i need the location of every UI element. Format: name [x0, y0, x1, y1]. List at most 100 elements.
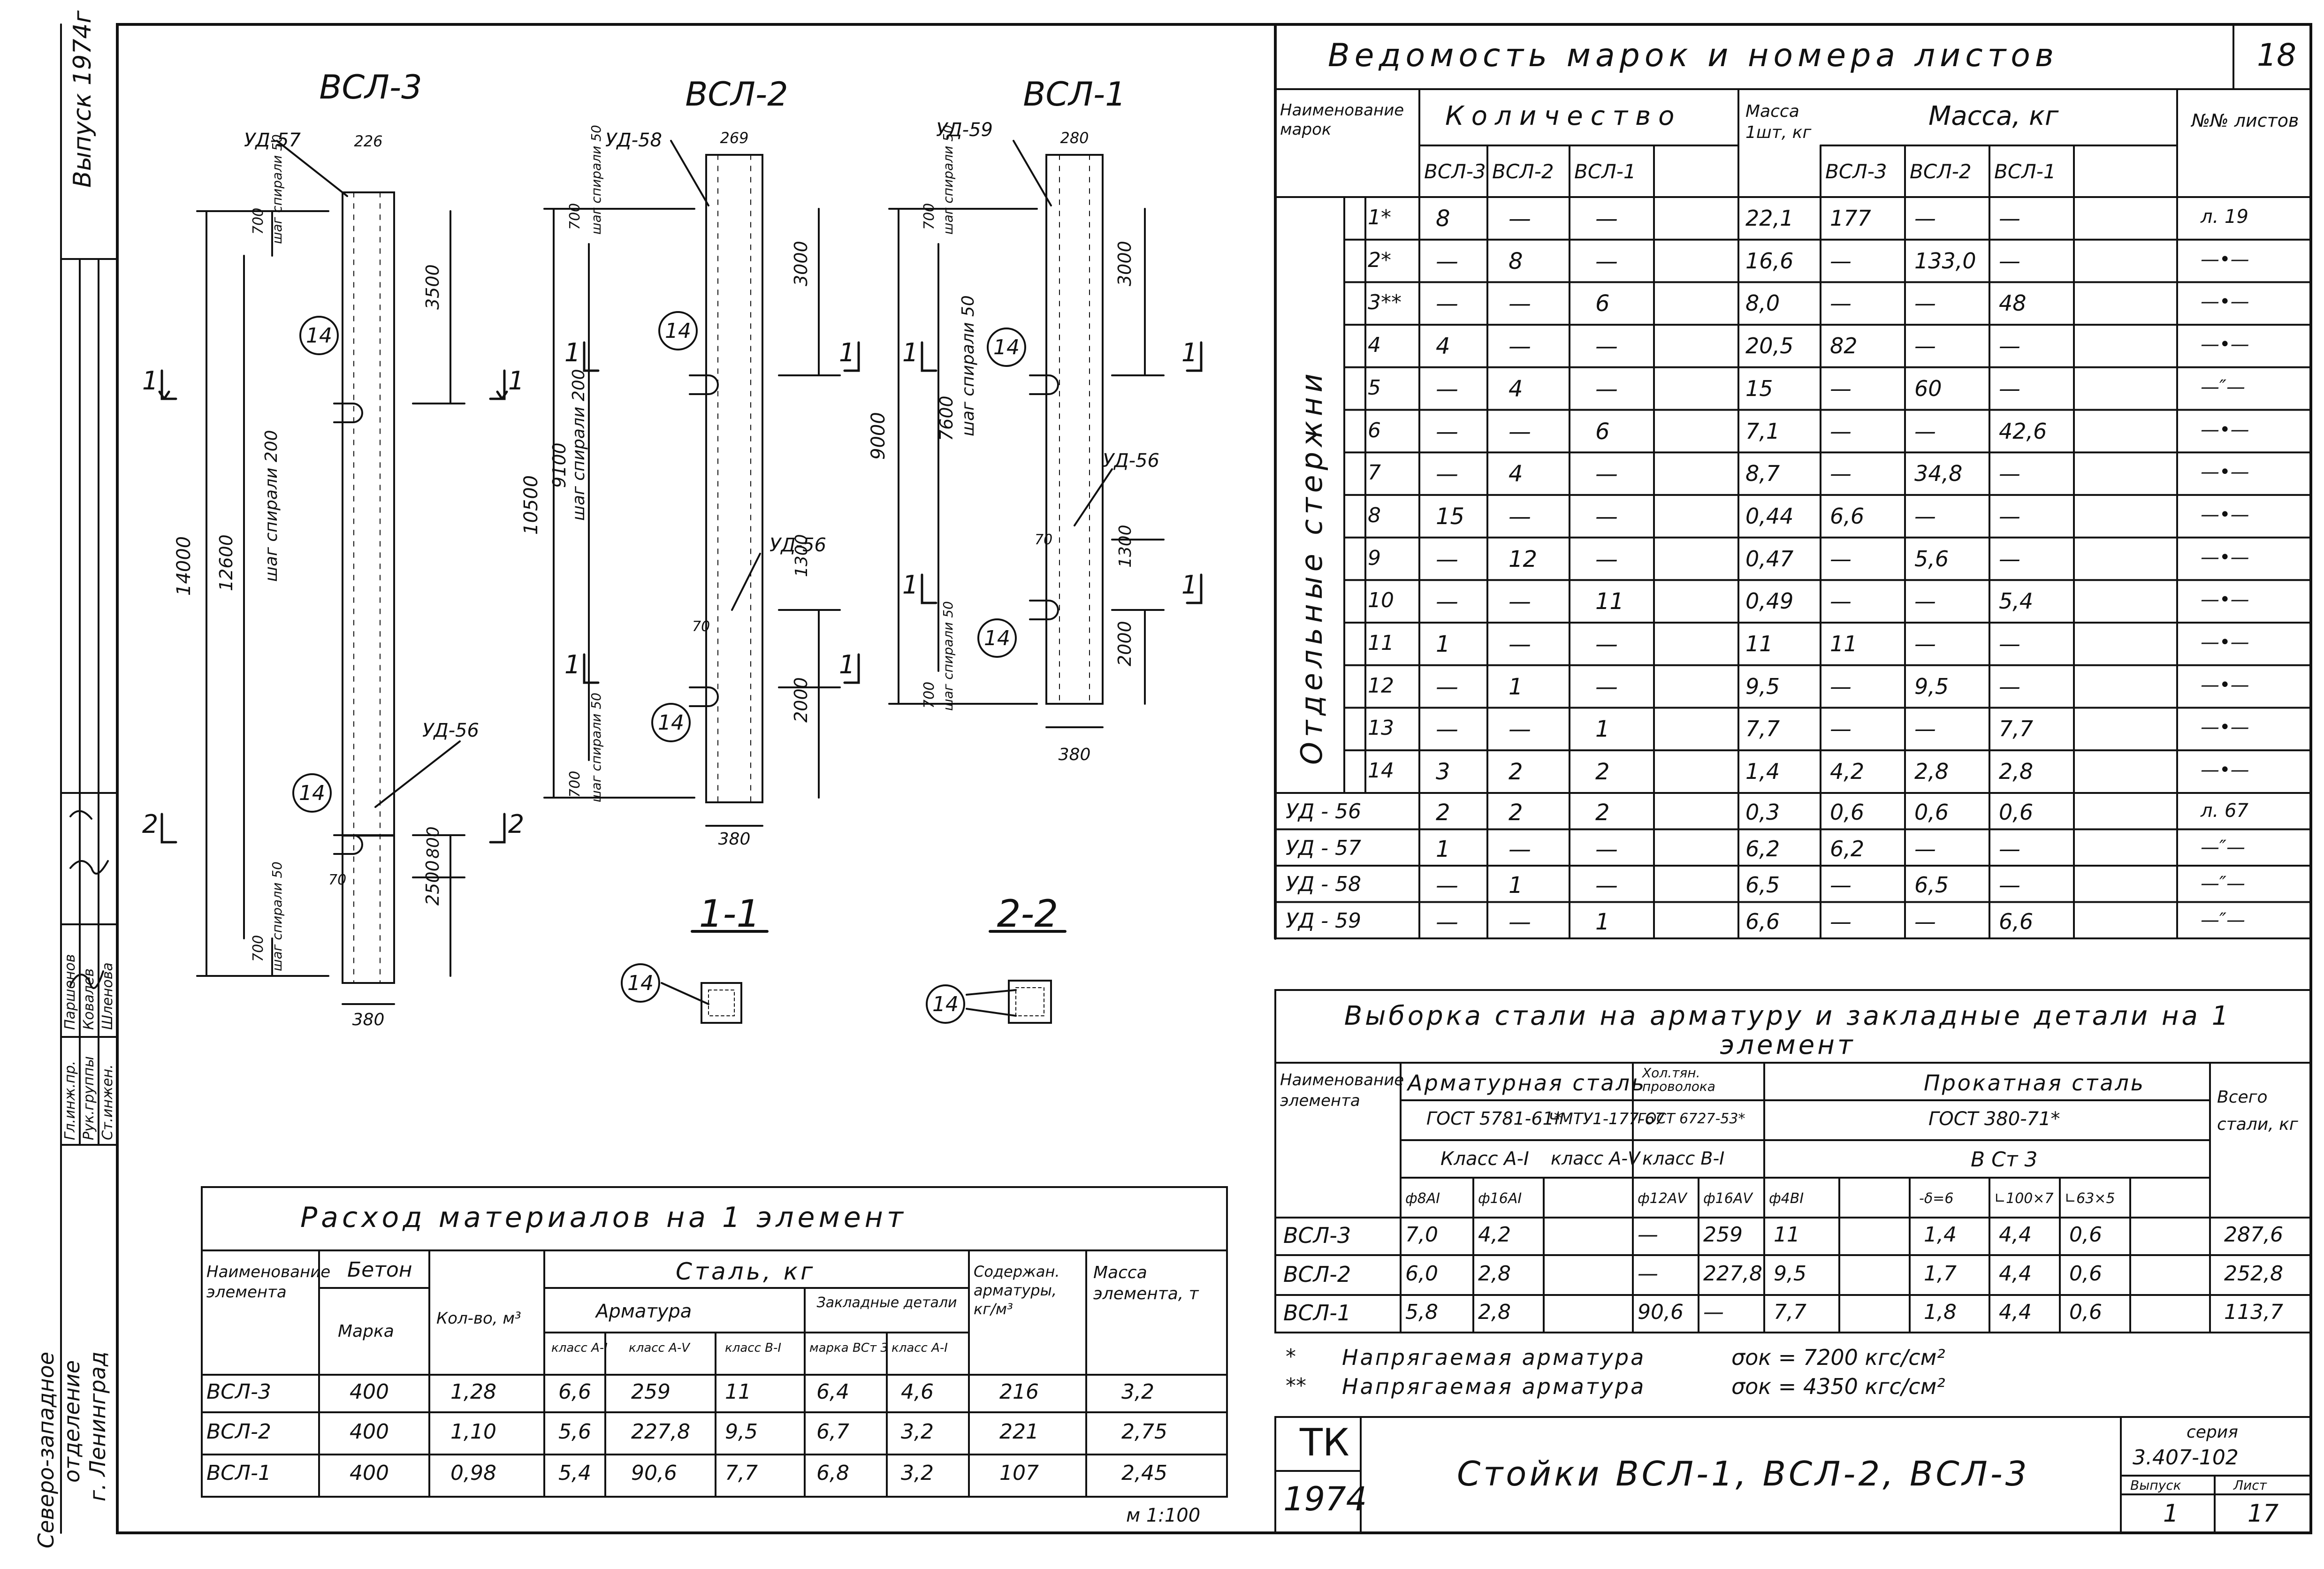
col1-bottom-seg: 700 [250, 935, 267, 962]
mkt-row14-m2: 2,8 [1914, 759, 1949, 784]
mkt-header-name: Наименование марок [1280, 101, 1404, 139]
st-sub-8: -δ=6 [1919, 1190, 1954, 1207]
ud-row2-unit: 6,2 [1745, 836, 1780, 861]
col2-mark: ВСЛ-2 [685, 75, 788, 114]
mkt-row4-q2: — [1509, 333, 1531, 360]
ud-row4-sheet: —″— [2201, 909, 2245, 931]
mkt-row2-m3: — [1999, 248, 2020, 274]
col2-small-dim: 70 [692, 618, 710, 635]
col3-upper-seg: 3000 [1114, 241, 1135, 286]
st-row3-c4: 90,6 [1638, 1300, 1684, 1324]
st-sub-6: ф4ВI [1769, 1190, 1804, 1207]
mkt-row11-m2: — [1914, 631, 1936, 656]
marks-table-grid [1274, 23, 2312, 939]
mt-cell-r3-c8: 3,2 [901, 1461, 934, 1485]
note2-text: Напрягаемая арматура [1342, 1374, 1646, 1399]
mt-cell-r2-c7: 6,7 [816, 1420, 849, 1444]
mkt-row2-name: 2* [1368, 248, 1391, 272]
stamp-role-1: Гл.инж.пр. [62, 1060, 78, 1140]
mkt-row7-q3: — [1595, 461, 1618, 487]
section-mark-10: 1 [1181, 338, 1197, 367]
mt-cell-r2-c4: 5,6 [558, 1420, 591, 1444]
mt-cell-r3-c7: 6,8 [816, 1461, 849, 1485]
st-class-2: класс А-V [1551, 1148, 1640, 1169]
ud-row4-m2: — [1914, 908, 1936, 934]
st-gost-3: ГОСТ 6727-53* [1638, 1111, 1745, 1127]
mkt-row3-m1: — [1830, 290, 1852, 316]
mkt-row3-m2: — [1914, 290, 1936, 316]
mkt-row10-unit: 0,49 [1745, 588, 1794, 614]
mkt-row8-q1: 15 [1436, 503, 1465, 530]
st-header-total: Всего стали, кг [2217, 1088, 2298, 1134]
mkt-row4-name: 4 [1368, 333, 1381, 358]
mkt-row10-m2: — [1914, 588, 1936, 614]
col2-upper-seg: 3000 [791, 241, 811, 286]
col2-top-seg: 700 [567, 203, 583, 230]
ud-row3-q2: 1 [1509, 872, 1523, 899]
mkt-row14-unit: 1,4 [1745, 759, 1780, 784]
mt-header-mass: Масса элемента, т [1093, 1263, 1199, 1303]
bubble-label-8: 14 [932, 992, 959, 1016]
mkt-mcol-3: ВСЛ-1 [1994, 160, 2056, 183]
col1-top-pitch: шаг спирали 50 [269, 134, 285, 244]
mkt-row3-m3: 48 [1999, 290, 2027, 316]
st-sub-1: ф8АI [1405, 1190, 1440, 1207]
st-row1-c6: 11 [1774, 1223, 1800, 1247]
mkt-row4-unit: 20,5 [1745, 333, 1794, 359]
col2-bottom-seg: 700 [567, 771, 583, 798]
section-mark-6: 1 [839, 338, 855, 367]
mkt-row2-q1: — [1436, 248, 1458, 274]
ud-row3-sheet: —″— [2201, 873, 2245, 894]
col3-top-pitch: шаг спирали 50 [940, 125, 956, 235]
col1-mark: ВСЛ-3 [319, 68, 422, 107]
st-class-3: класс В-I [1642, 1148, 1725, 1169]
mkt-row13-q3: 1 [1595, 716, 1610, 743]
mkt-row9-q3: — [1595, 546, 1618, 572]
mt-cell-r3-c1: ВСЛ-1 [206, 1461, 271, 1485]
mkt-row2-m1: — [1830, 248, 1852, 274]
mt-rebar-class-2: класс А-V [629, 1341, 690, 1355]
materials-table-title: Расход материалов на 1 элемент [300, 1201, 907, 1234]
mt-cell-r1-c1: ВСЛ-3 [206, 1380, 271, 1404]
section-title-2: 2-2 [997, 892, 1059, 936]
sheet-number: 17 [2248, 1500, 2279, 1528]
steel-table-title: Выборка стали на арматуру и закладные де… [1344, 1001, 2232, 1060]
col1-length-main: 12600 [216, 534, 236, 591]
col1-bottom-width: 380 [352, 1010, 385, 1029]
ud-row1-q1: 2 [1436, 800, 1450, 826]
st-class-4: В Ст 3 [1971, 1148, 2038, 1172]
bubble-label-1: 14 [306, 324, 332, 348]
mkt-header-mass: Масса, кг [1928, 101, 2059, 131]
ud-row2-name: УД - 57 [1286, 836, 1362, 860]
col3-total-height: 9000 [868, 412, 889, 460]
col1-top-width: 226 [354, 132, 382, 150]
mkt-row5-q1: — [1436, 375, 1458, 402]
mkt-row1-q3: — [1595, 206, 1618, 232]
mkt-row6-m1: — [1830, 418, 1852, 444]
mt-header-concrete: Бетон [347, 1258, 412, 1282]
mkt-row2-m2: 133,0 [1914, 248, 1976, 274]
mkt-row3-sheet: —•— [2201, 291, 2249, 313]
stamp-name-2: Ковалев [81, 968, 97, 1030]
mkt-row11-q2: — [1509, 631, 1531, 657]
mkt-row5-m2: 60 [1914, 375, 1942, 401]
mt-cell-r2-c1: ВСЛ-2 [206, 1420, 271, 1444]
callout-bubbles [292, 311, 1026, 1024]
section-symbols [158, 341, 1203, 844]
col1-small-dim: 70 [328, 872, 346, 888]
mkt-row2-unit: 16,6 [1745, 248, 1794, 274]
mkt-row10-m3: 5,4 [1999, 588, 2034, 614]
series-number: 3.407-102 [2133, 1446, 2239, 1470]
ud-row4-q1: — [1436, 908, 1458, 935]
mkt-row3-name: 3** [1368, 290, 1402, 315]
issue-number: 1 [2163, 1500, 2179, 1528]
section-mark-5: 1 [564, 338, 580, 367]
ud-row3-unit: 6,5 [1745, 872, 1780, 898]
mkt-row1-m3: — [1999, 206, 2020, 231]
st-row1-c5: 259 [1703, 1223, 1743, 1247]
mkt-header-sheets: №№ листов [2191, 110, 2299, 131]
section-mark-9: 1 [902, 338, 918, 367]
col3-bottom-width: 380 [1059, 745, 1091, 764]
mt-header-volume: Кол-во, м³ [436, 1309, 521, 1328]
mkt-row13-q2: — [1509, 716, 1531, 743]
